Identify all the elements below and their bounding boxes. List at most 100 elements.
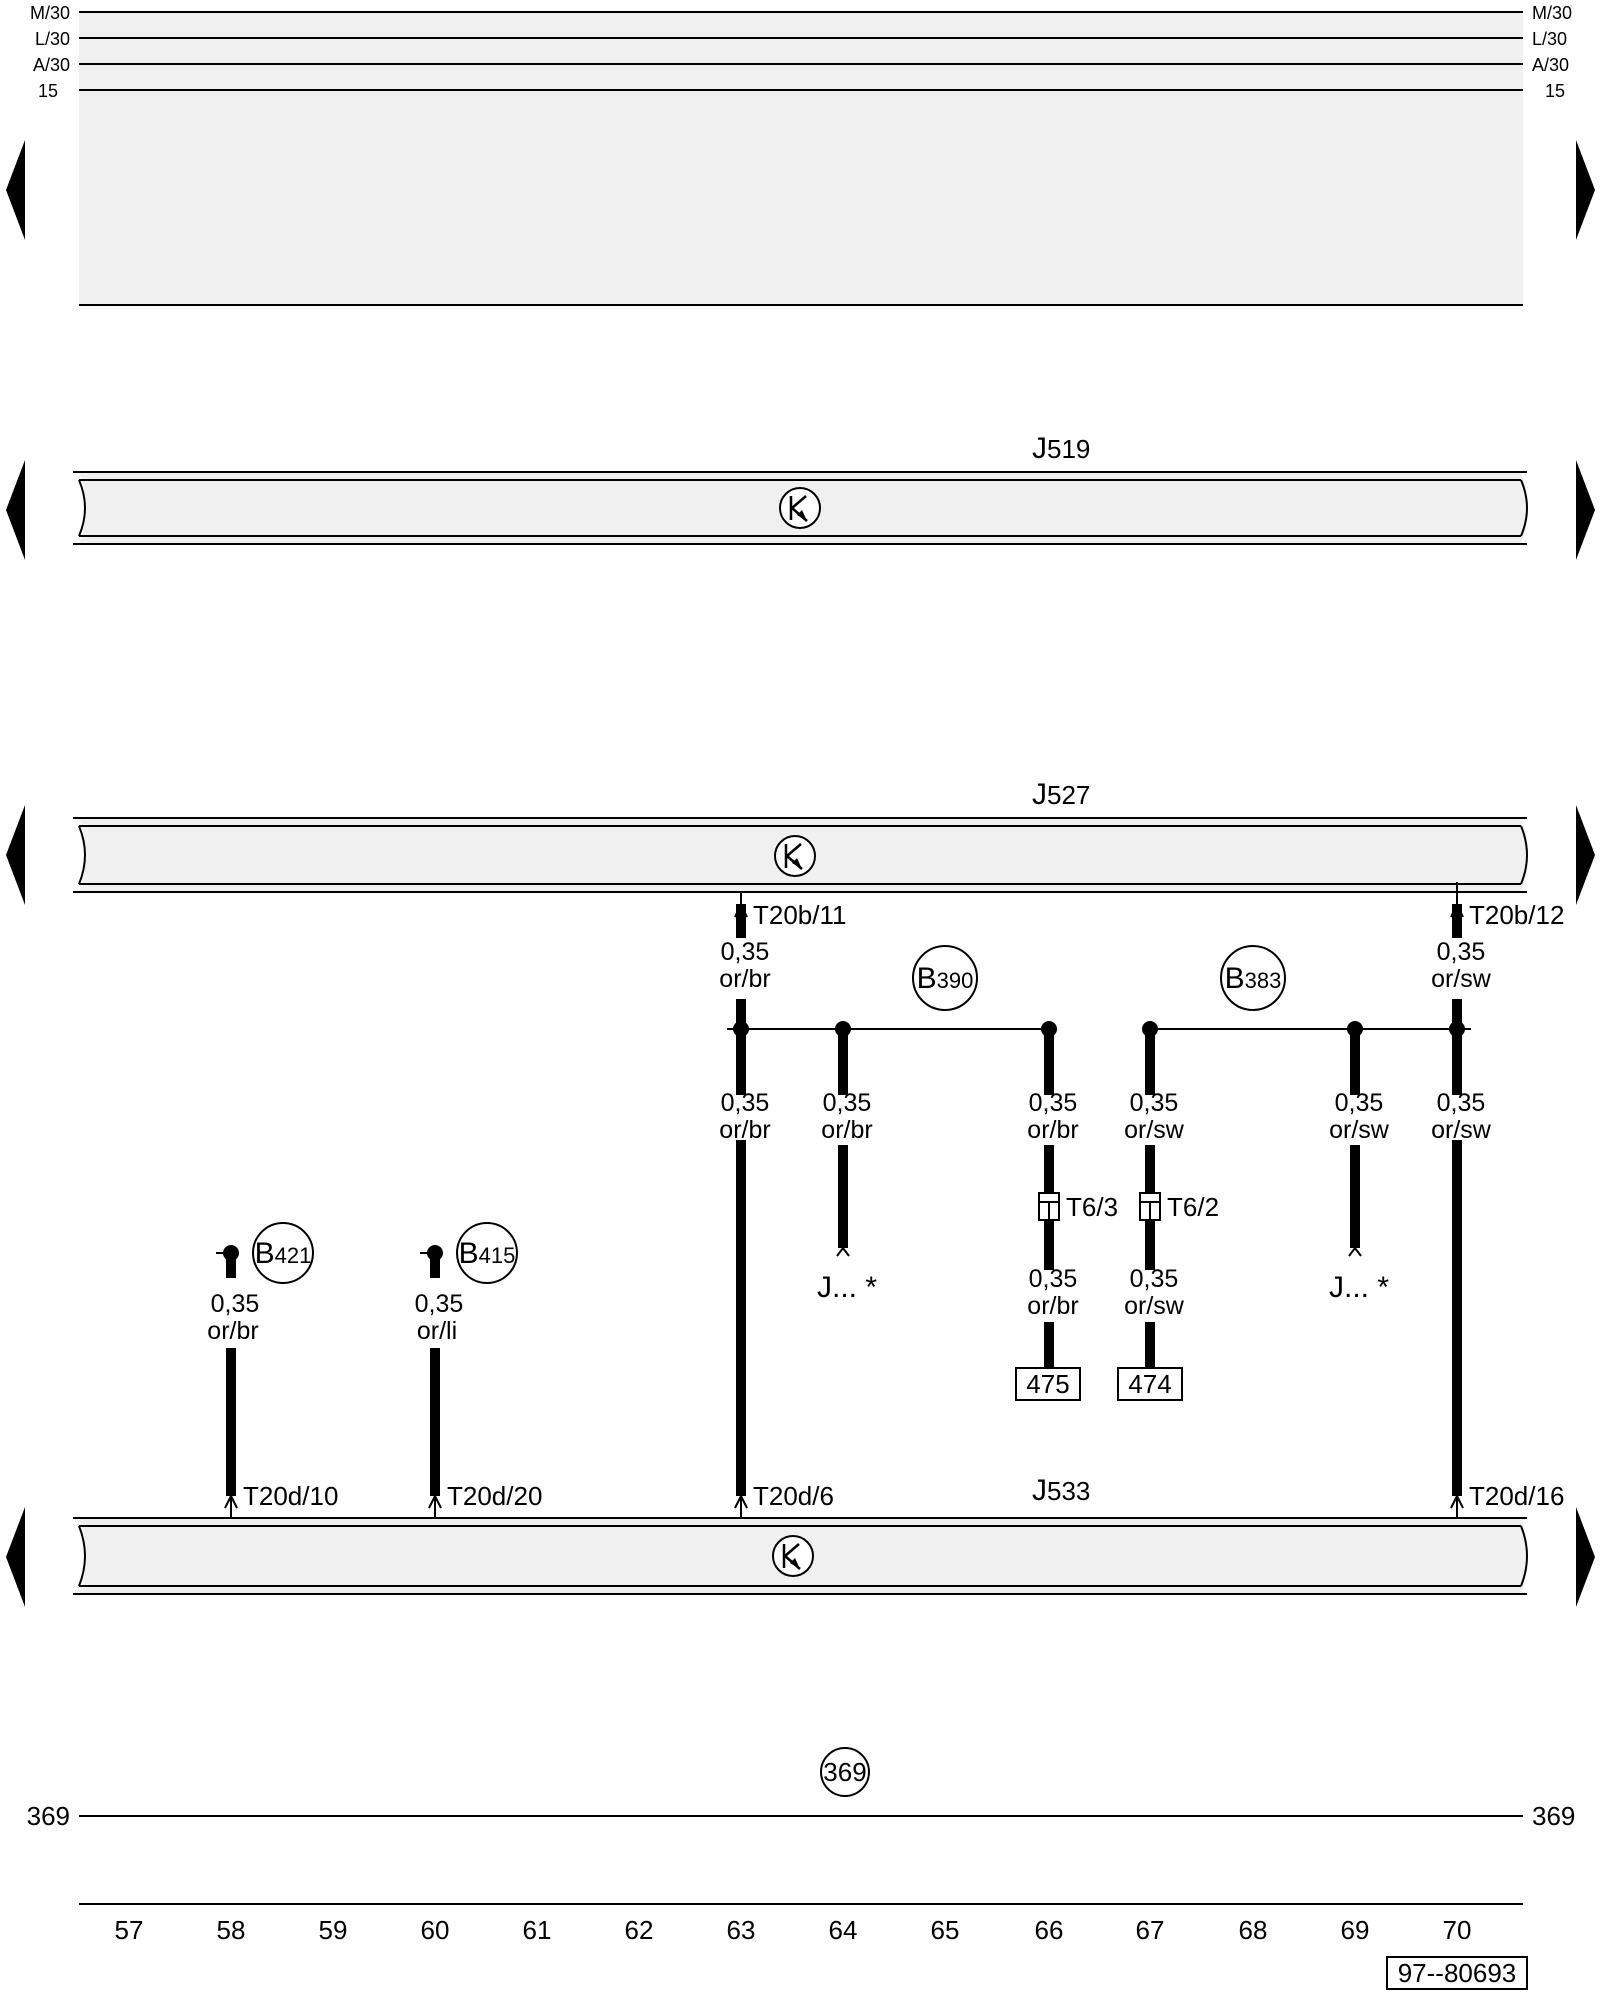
wire-size: 0,35 — [823, 1089, 872, 1117]
junction-dot — [733, 1021, 749, 1037]
pin-arrow-icon — [428, 1493, 442, 1509]
plug-t6-2 — [1139, 1192, 1161, 1221]
splice-labels: B390 B383 B421 B415 — [252, 945, 1286, 1284]
junction-dots — [223, 1021, 1465, 1261]
pin-markers — [224, 902, 1464, 1509]
wire-size: 0,35 — [1335, 1089, 1384, 1117]
unit-band-j527: J527 — [73, 778, 1528, 893]
arrow-right-icon — [1576, 1507, 1595, 1607]
wire-size: 0,35 — [721, 938, 770, 966]
wire-size: 0,35 — [1029, 1089, 1078, 1117]
reference-number: 475 — [1026, 1369, 1069, 1399]
drawing-code: 97--80693 — [1386, 1956, 1528, 1990]
arrow-right-icon — [1576, 460, 1595, 560]
column-number: 69 — [1341, 1915, 1370, 1945]
wire-size: 0,35 — [1437, 1089, 1486, 1117]
wire-color: or/br — [1027, 1116, 1078, 1144]
wire-color: or/br — [719, 965, 770, 993]
plug-t6-3 — [1038, 1192, 1060, 1221]
column-number: 65 — [931, 1915, 960, 1945]
pin-arrow-icon — [1450, 1493, 1464, 1509]
column-number: 68 — [1239, 1915, 1268, 1945]
wire-color: or/sw — [1431, 965, 1492, 993]
reference-box-475: 475 — [1015, 1367, 1081, 1401]
ground-line: 369 369 369 — [27, 1747, 1575, 1831]
can-bus-icon — [772, 1535, 814, 1577]
wire-color: or/sw — [1124, 1116, 1185, 1144]
drawing-code-text: 97--80693 — [1398, 1958, 1517, 1988]
reference-box-474: 474 — [1117, 1367, 1183, 1401]
arrow-right-icon — [1576, 140, 1595, 240]
rail-label-right: A/30 — [1532, 55, 1569, 75]
junction-dot — [427, 1245, 443, 1261]
unit-label: J533 — [1032, 1474, 1090, 1507]
wire-color: or/br — [821, 1116, 872, 1144]
column-number: 58 — [217, 1915, 246, 1945]
ground-badge — [820, 1747, 870, 1797]
rail-label-right: 15 — [1545, 81, 1565, 101]
junction-dot — [1347, 1021, 1363, 1037]
column-ruler: 57 58 59 60 61 62 63 64 65 66 67 68 69 7… — [79, 1903, 1523, 1945]
wire-size: 0,35 — [1130, 1089, 1179, 1117]
rail-label-left: L/30 — [35, 29, 70, 49]
arrow-right-icon — [1576, 805, 1595, 905]
arrow-left-icon — [6, 1507, 25, 1607]
pin-arrow-icon — [224, 1493, 238, 1509]
ground-label-left: 369 — [27, 1801, 70, 1831]
continuation-label: J... * — [817, 1271, 877, 1304]
connector-labels: T20b/11 T20b/12 T20d/10 T20d/20 T20d/6 T… — [243, 900, 1564, 1511]
column-number: 64 — [829, 1915, 858, 1945]
junction-dot — [1449, 1021, 1465, 1037]
splice-circle — [1220, 945, 1286, 1011]
ground-label-right: 369 — [1532, 1801, 1575, 1831]
unit-label: J527 — [1032, 778, 1090, 811]
wire-color: or/br — [719, 1116, 770, 1144]
wire-size: 0,35 — [721, 1089, 770, 1117]
unit-band-j519: J519 — [73, 432, 1528, 545]
page-arrows — [6, 140, 1595, 1607]
rail-label-left: A/30 — [33, 55, 70, 75]
junction-dot — [1041, 1021, 1057, 1037]
power-rails: M/30 L/30 A/30 15 M/30 L/30 A/30 15 — [30, 3, 1572, 306]
rail-label-left: M/30 — [30, 3, 70, 23]
rail-label-right: L/30 — [1532, 29, 1567, 49]
connector-label: T20d/20 — [447, 1481, 542, 1511]
junction-dot — [1142, 1021, 1158, 1037]
unit-band-j533: J533 — [73, 1474, 1528, 1595]
pin-arrow-icon — [1348, 1246, 1362, 1257]
pin-arrow-icon — [836, 1246, 850, 1257]
wire-color: or/li — [417, 1317, 457, 1345]
splice-label: B421 — [255, 1237, 312, 1270]
can-bus-icon — [779, 487, 821, 529]
column-number: 63 — [727, 1915, 756, 1945]
splice-label: B415 — [459, 1237, 516, 1270]
rail-label-left: 15 — [38, 81, 58, 101]
splice-circle — [456, 1222, 518, 1284]
wire-size: 0,35 — [1437, 938, 1486, 966]
connector-label: T20b/12 — [1469, 900, 1564, 930]
junction-dot — [835, 1021, 851, 1037]
column-number: 67 — [1136, 1915, 1165, 1945]
pin-arrow-icon — [734, 902, 748, 918]
connector-label: T20d/16 — [1469, 1481, 1564, 1511]
junction-dot — [223, 1245, 239, 1261]
unit-label: J519 — [1032, 432, 1090, 465]
wire-size: 0,35 — [211, 1290, 260, 1318]
rail-label-right: M/30 — [1532, 3, 1572, 23]
column-number: 59 — [319, 1915, 348, 1945]
supply-area — [79, 12, 1523, 305]
wire-color: or/br — [1027, 1292, 1078, 1320]
reference-number: 474 — [1128, 1369, 1171, 1399]
splice-circle — [252, 1222, 314, 1284]
wire-color: or/sw — [1431, 1116, 1492, 1144]
connector-label: T20b/11 — [753, 900, 846, 930]
splice-label: B383 — [1225, 962, 1282, 995]
continuation-label: J... * — [1329, 1271, 1389, 1304]
connector-label: T20d/10 — [243, 1481, 338, 1511]
wire-color: or/sw — [1329, 1116, 1390, 1144]
pin-arrow-icon — [1450, 902, 1464, 918]
arrow-left-icon — [6, 460, 25, 560]
splice-label: B390 — [917, 962, 974, 995]
column-number: 57 — [115, 1915, 144, 1945]
wire-labels: 0,35 or/br 0,35 or/sw 0,35 or/br 0,35 or… — [207, 938, 1492, 1345]
